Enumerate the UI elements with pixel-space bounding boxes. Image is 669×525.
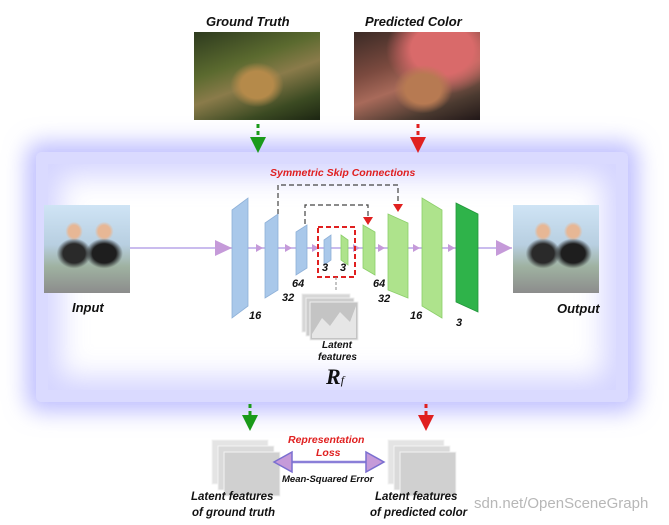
latent-feature-maps: [301, 293, 359, 341]
predicted-color-image: [354, 32, 480, 120]
latent-ground-truth-maps: [211, 439, 281, 497]
decoder-block-16: [421, 197, 443, 319]
output-arrowhead: [496, 240, 512, 256]
encoder-dim-32: 32: [282, 292, 295, 304]
representation-loss-label-line2: Loss: [316, 447, 341, 459]
encoder-block-64: [295, 224, 308, 276]
encoder-dim-3: 3: [322, 262, 329, 274]
encoder-dim-64: 64: [292, 278, 305, 290]
decoder-dim-16: 16: [410, 310, 423, 322]
output-image: [513, 205, 599, 293]
latent-pred-label-line1: Latent features: [375, 491, 458, 503]
latent-label-line1: Latent: [322, 340, 352, 351]
skip-connection-inner: [304, 204, 373, 225]
decoder-dim-3: 3: [340, 262, 347, 274]
predicted-color-label: Predicted Color: [365, 14, 462, 29]
output-label: Output: [557, 301, 600, 316]
decoder-block-64: [362, 224, 376, 276]
latent-gt-label-line1: Latent features: [191, 491, 274, 503]
input-image: [44, 205, 130, 293]
latent-label-line2: features: [318, 352, 357, 363]
encoder-block-16: [231, 197, 249, 319]
encoder-block-3: [323, 234, 332, 266]
latent-gt-label-line2: of ground truth: [192, 507, 276, 519]
ground-truth-label: Ground Truth: [206, 14, 290, 29]
input-label: Input: [72, 300, 104, 315]
decoder-block-output-3: [455, 202, 479, 313]
latent-symbol-subscript: f: [340, 373, 345, 387]
decoder-dim-output-3: 3: [456, 317, 463, 329]
ground-truth-down-arrow: [250, 124, 266, 153]
input-arrowhead: [215, 240, 232, 256]
latent-predicted-maps: [387, 439, 457, 497]
decoder-block-3: [340, 234, 349, 266]
decoder-block-32: [387, 213, 409, 299]
decoder-dim-64: 64: [373, 278, 386, 290]
skip-connections-label: Symmetric Skip Connections: [270, 167, 416, 179]
latent-symbol-main: R: [326, 364, 341, 389]
latent-gt-down-arrow: [242, 404, 258, 431]
network-frame: [36, 152, 628, 402]
mse-label: Mean-Squared Error: [282, 474, 374, 485]
latent-pred-down-arrow: [418, 404, 434, 431]
encoder-block-32: [264, 213, 279, 299]
cut-off-caption-line: [0, 0, 669, 6]
latent-pred-label-line2: of predicted color: [370, 507, 468, 519]
latent-symbol: Rf: [326, 364, 344, 390]
encoder-dim-16: 16: [249, 310, 262, 322]
ground-truth-image: [194, 32, 320, 120]
decoder-dim-32: 32: [378, 293, 391, 305]
predicted-down-arrow: [410, 124, 426, 153]
skip-connection-outer: [277, 184, 403, 214]
representation-loss-label-line1: Representation: [288, 434, 365, 446]
watermark-text: sdn.net/OpenSceneGraph: [474, 495, 649, 512]
representation-loss-arrow: [272, 450, 386, 474]
